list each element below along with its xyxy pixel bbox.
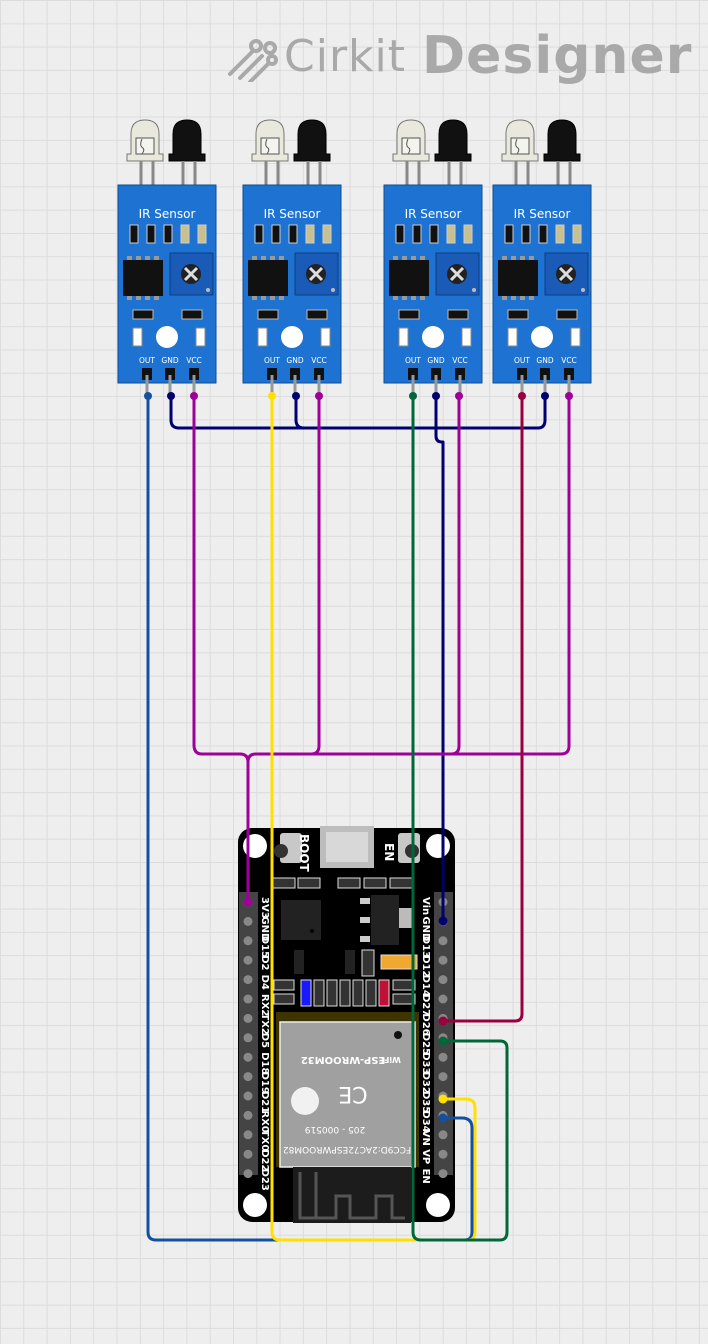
sensor-title: IR Sensor [514, 207, 571, 221]
ce-mark: CE [338, 1081, 367, 1106]
header-pin-d13[interactable] [438, 936, 448, 946]
pin-label-3v3: 3V3 [259, 897, 270, 919]
header-pin-tx2[interactable] [243, 1013, 253, 1023]
ir-sensor-3[interactable]: IR Sensor OUT GND VCC [384, 120, 482, 397]
pin-label-vcc: VCC [186, 356, 202, 365]
ir-sensor-1[interactable]: IR Sensor OUT GND VCC [118, 120, 216, 397]
pin-label-d26: D26 [420, 1013, 431, 1035]
header-pin-d33[interactable] [438, 1052, 448, 1062]
pin-label-d2: D2 [259, 955, 270, 970]
pin-label-d5: D5 [259, 1033, 270, 1048]
pin-label-d22: D22 [259, 1149, 270, 1171]
right-pin-labels: VinGNDD13D12D14D27D26D25D33D32D35D34VN VP… [420, 897, 431, 1184]
header-pin-en[interactable] [438, 1169, 448, 1179]
logo-brand: Cirkit [284, 30, 406, 82]
pin-label-tx0: TX0 [259, 1130, 270, 1152]
pin-label-vp: VP [420, 1149, 431, 1164]
voltage-regulator [371, 895, 399, 945]
pin-label-out: OUT [514, 356, 530, 365]
cirkit-designer-logo: Cirkit Designer [226, 26, 692, 86]
wire-sensor2-out[interactable] [270, 394, 477, 1242]
pin-label-d15: D15 [259, 936, 270, 958]
sensor-title: IR Sensor [405, 207, 462, 221]
header-pin-tx0[interactable] [243, 1130, 253, 1140]
header-pin-vn[interactable] [438, 1130, 448, 1140]
boot-label: BOOT [297, 834, 311, 873]
pin-label-d32: D32 [420, 1072, 431, 1094]
header-pin-d2[interactable] [243, 955, 253, 965]
header-pin-d32[interactable] [438, 1072, 448, 1082]
pin-label-en: EN [420, 1169, 431, 1184]
pin-label-vn: VN [420, 1130, 431, 1146]
pin-label-d35: D35 [420, 1091, 431, 1113]
usb-uart-chip [281, 900, 321, 940]
header-pin-gnd[interactable] [243, 916, 253, 926]
pin-label-out: OUT [264, 356, 280, 365]
pin-label-d14: D14 [420, 975, 431, 997]
pin-label-d27: D27 [420, 994, 431, 1016]
pin-label-d4: D4 [259, 975, 270, 990]
module-name: ESP-WROOM32 [301, 1054, 386, 1065]
en-label: EN [382, 843, 396, 861]
pin-label-d23: D23 [259, 1169, 270, 1191]
header-pin-d23[interactable] [243, 1169, 253, 1179]
boot-button-cap [274, 844, 288, 858]
pin-label-vcc: VCC [452, 356, 468, 365]
pin-label-vcc: VCC [311, 356, 327, 365]
pin-label-gnd: GND [286, 356, 303, 365]
wifi-logo: WiFi [381, 1055, 401, 1064]
header-pin-d27[interactable] [438, 994, 448, 1004]
wire-sensor4-out[interactable] [441, 394, 524, 1023]
header-pin-d12[interactable] [438, 955, 448, 965]
pin-label-gnd: GND [259, 916, 270, 941]
pin-label-d25: D25 [420, 1033, 431, 1055]
logo-product: Designer [422, 26, 693, 86]
pin-label-rx0: RX0 [259, 1110, 270, 1132]
header-pin-vp[interactable] [438, 1149, 448, 1159]
left-pin-labels: 3V3GNDD15D2D4RX2TX2D5D18D19D21RX0TX0D22D… [259, 897, 270, 1191]
pin-label-gnd: GND [420, 916, 431, 941]
pin-label-d13: D13 [420, 936, 431, 958]
header-pin-rx2[interactable] [243, 994, 253, 1004]
pin-label-d18: D18 [259, 1052, 270, 1074]
header-pin-d5[interactable] [243, 1033, 253, 1043]
header-pin-d22[interactable] [243, 1149, 253, 1159]
ir-sensor-2[interactable]: IR Sensor OUT GND VCC [243, 120, 341, 397]
header-pin-d4[interactable] [243, 975, 253, 985]
header-pin-rx0[interactable] [243, 1110, 253, 1120]
pin-label-d34: D34 [420, 1110, 431, 1132]
wire-sensor1-out[interactable] [146, 394, 474, 1242]
sensor-title: IR Sensor [264, 207, 321, 221]
pin-label-d21: D21 [259, 1091, 270, 1113]
header-pin-d15[interactable] [243, 936, 253, 946]
ir-sensor-4[interactable]: IR Sensor OUT GND VCC [493, 120, 591, 397]
pin-label-d12: D12 [420, 955, 431, 977]
pin-label-gnd: GND [427, 356, 444, 365]
header-pin-d14[interactable] [438, 975, 448, 985]
wire-vcc[interactable] [192, 394, 571, 904]
power-led [380, 954, 418, 970]
header-pin-d21[interactable] [243, 1091, 253, 1101]
pin-label-d19: D19 [259, 1072, 270, 1094]
espressif-logo-icon [291, 1087, 319, 1115]
pin-label-vin: Vin [420, 897, 431, 915]
pin-label-tx2: TX2 [259, 1013, 270, 1035]
pin-label-out: OUT [405, 356, 421, 365]
pin-label-out: OUT [139, 356, 155, 365]
pin-label-gnd: GND [161, 356, 178, 365]
pin-label-vcc: VCC [561, 356, 577, 365]
header-pin-d18[interactable] [243, 1052, 253, 1062]
pin-label-rx2: RX2 [259, 994, 270, 1016]
module-fcc-text: FCC9D:2AC72ESPWROOM82 [283, 1144, 411, 1154]
header-pin-d19[interactable] [243, 1072, 253, 1082]
pin-label-d33: D33 [420, 1052, 431, 1074]
module-cert-text: 205 - 000519 [304, 1124, 365, 1134]
wire-sensor3-out[interactable] [411, 394, 509, 1242]
circuit-traces-icon [228, 39, 278, 82]
pin-label-gnd: GND [536, 356, 553, 365]
esp32-board[interactable]: BOOT EN [238, 826, 455, 1223]
wire-gnd[interactable] [169, 394, 547, 923]
sensor-title: IR Sensor [139, 207, 196, 221]
